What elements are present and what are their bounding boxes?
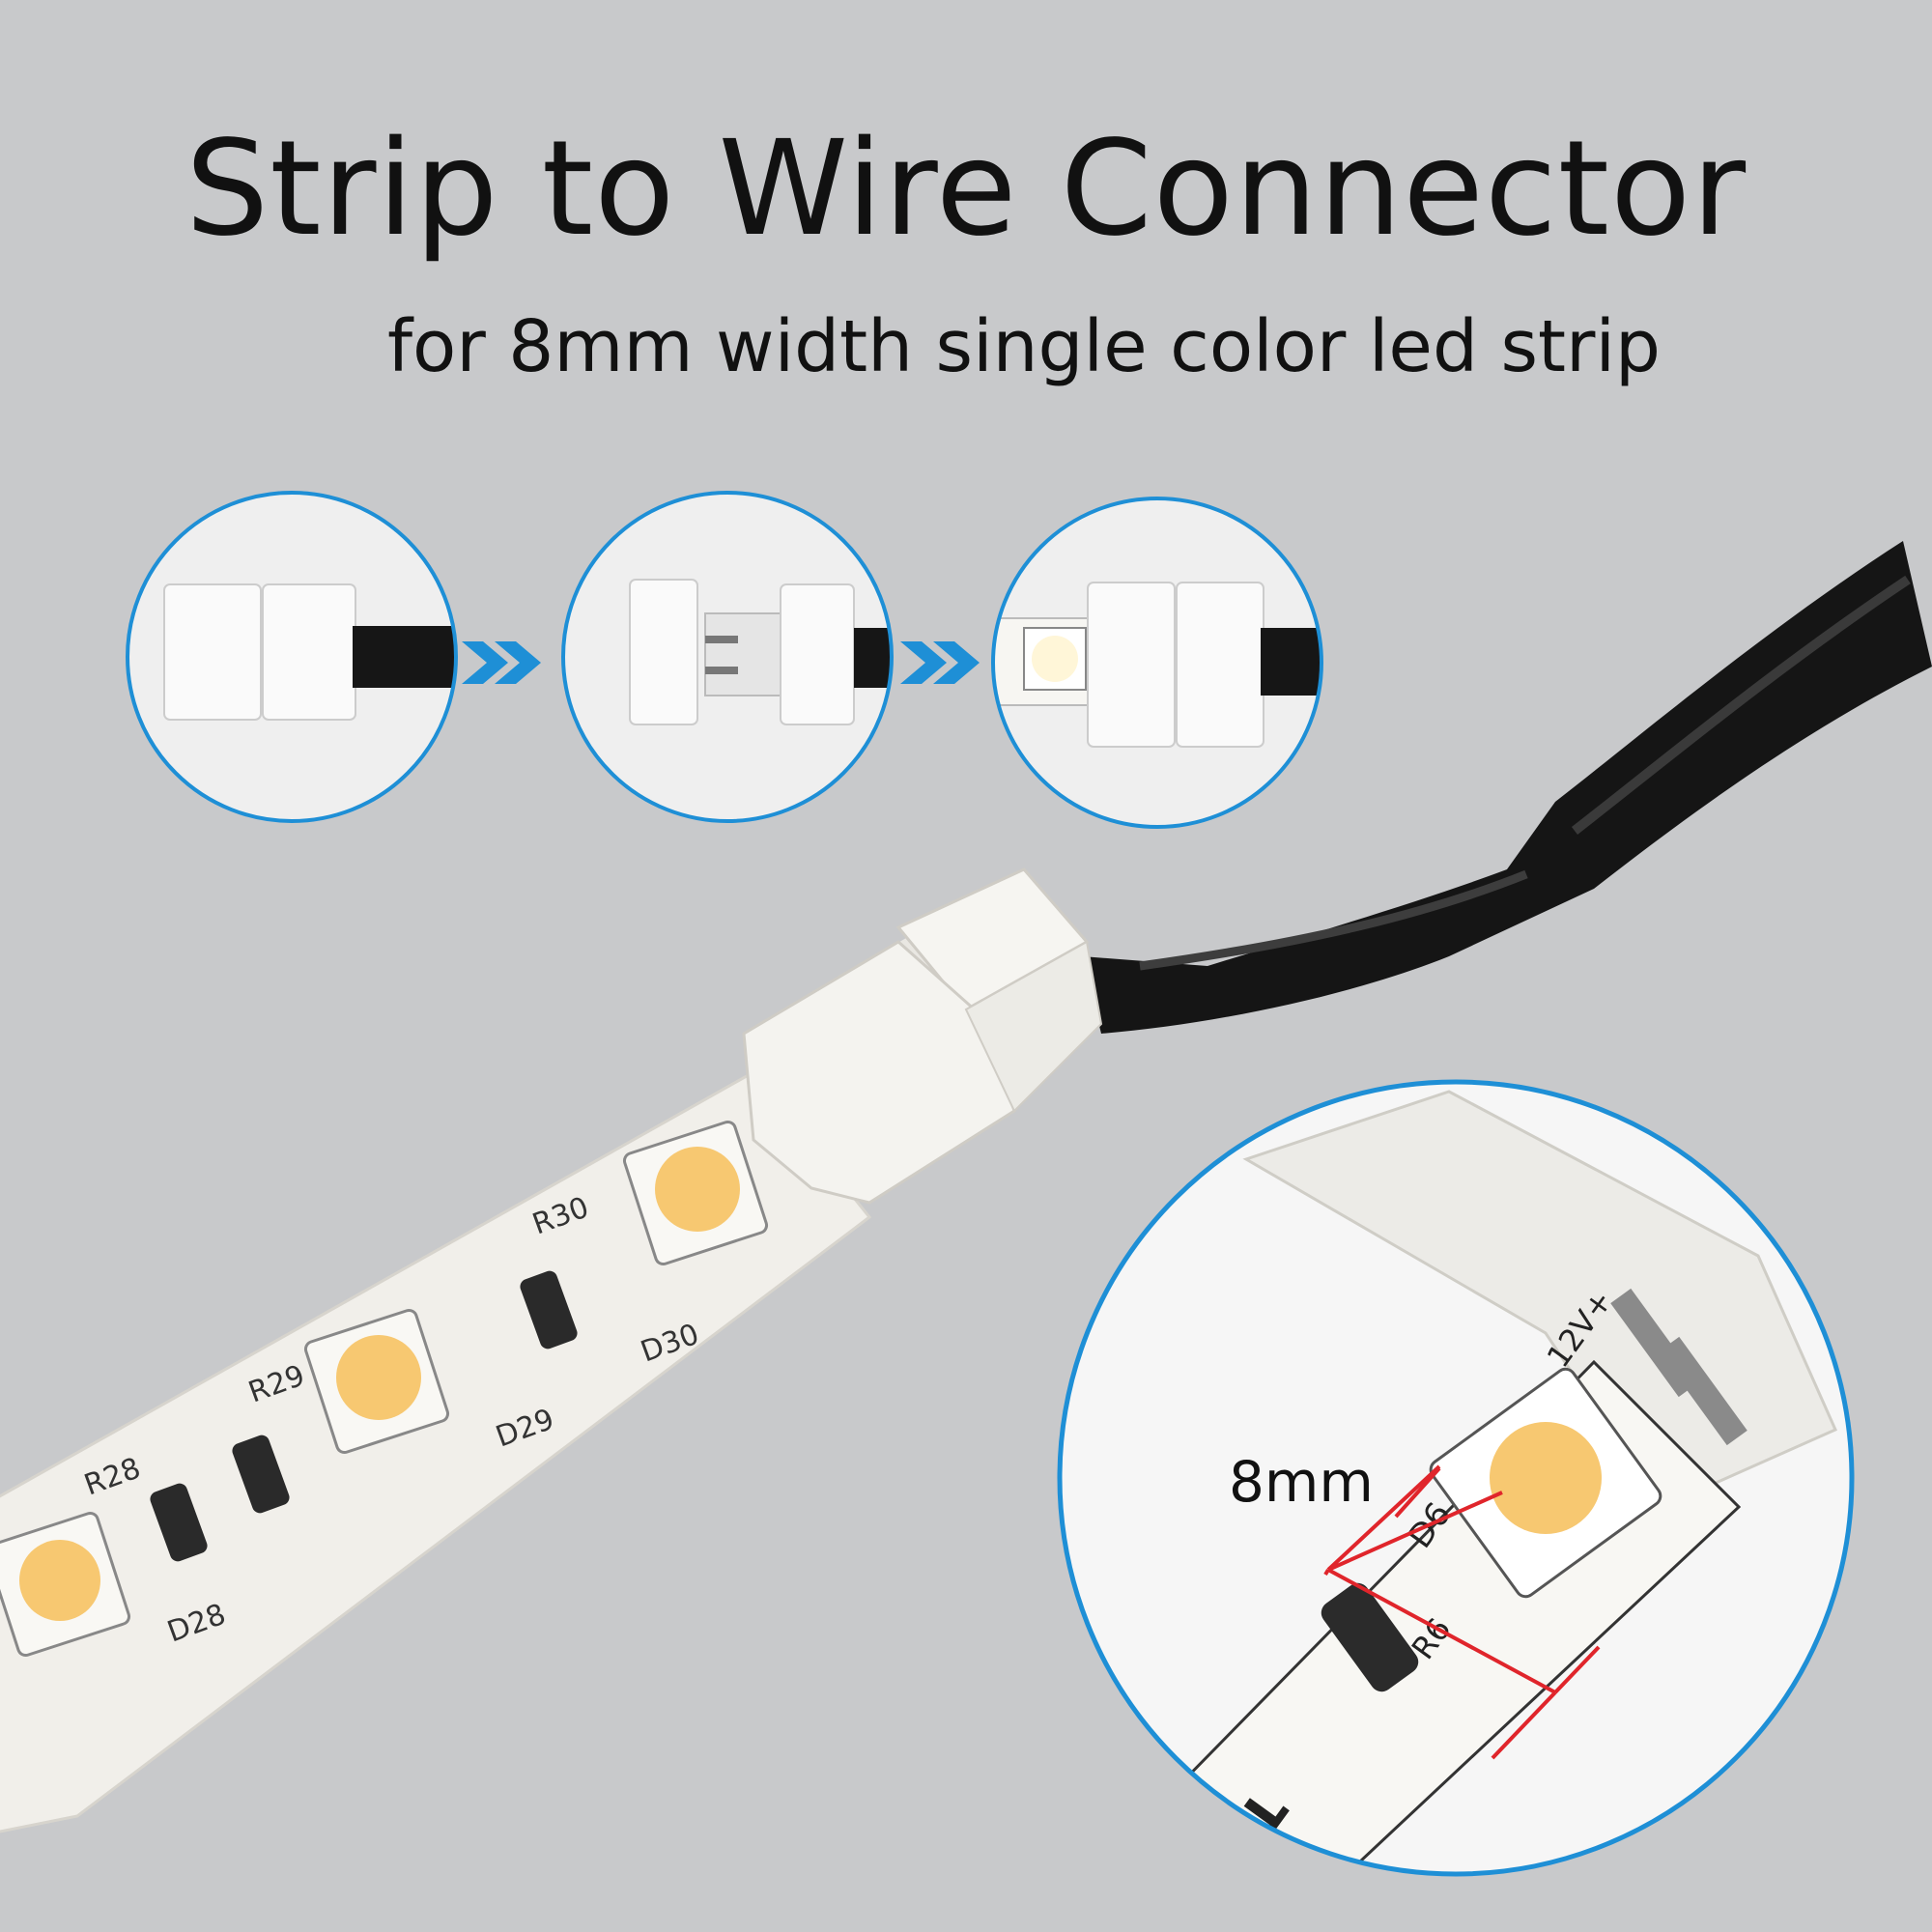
page-title: Strip to Wire Connector (185, 113, 1747, 266)
led-chip-d30 (622, 1120, 769, 1266)
step-1-connector-closed (126, 491, 458, 823)
width-measurement-lines (1323, 1464, 1601, 1760)
chevron-right-icon (462, 641, 541, 684)
width-measurement-label: 8mm (1229, 1449, 1374, 1515)
step-3-strip-inserted (991, 497, 1323, 829)
resistor-r29 (232, 1435, 290, 1514)
main-cable (1082, 541, 1932, 1034)
chevron-right-icon (900, 641, 980, 684)
page-subtitle: for 8mm width single color led strip (387, 305, 1661, 388)
main-connector (742, 867, 1103, 1205)
zoom-detail-circle: D6 R6 12V+ TWO (1057, 1079, 1855, 1877)
led-chip-d28 (0, 1511, 131, 1658)
resistor-r30 (520, 1270, 578, 1350)
main-led-strip: R28 R29 R30 D28 D29 D30 (0, 1070, 872, 1833)
led-chip-d29 (303, 1308, 450, 1455)
step-2-connector-open (561, 491, 894, 823)
resistor-r28 (150, 1483, 208, 1562)
